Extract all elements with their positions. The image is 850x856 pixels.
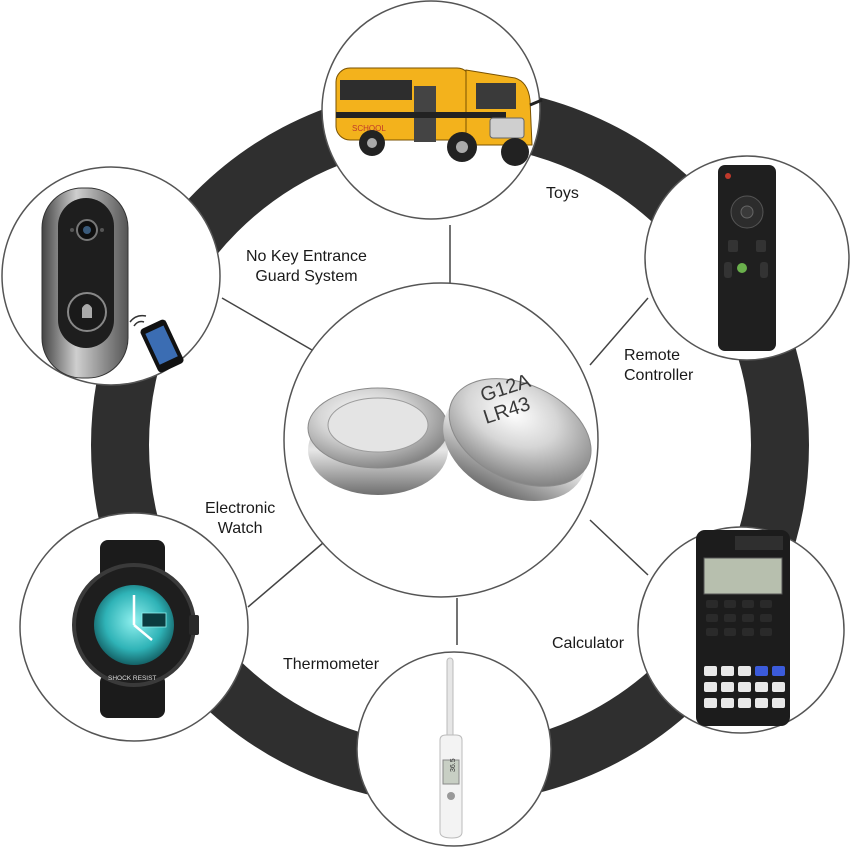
- spokes: [221, 225, 649, 645]
- label-calculator: Calculator: [552, 635, 625, 652]
- center-batteries: G12A LR43: [283, 282, 599, 598]
- doorbell-node: [1, 166, 221, 386]
- bus-sign: SCHOOL: [352, 124, 386, 133]
- calculator-node: [637, 526, 845, 734]
- phone-icon: [129, 314, 184, 373]
- thermometer-node: 36.5: [356, 651, 552, 847]
- watch-icon: SHOCK RESIST: [72, 540, 199, 718]
- label-toys: Toys: [546, 185, 579, 202]
- label-no-key-entrance: No Key Entrance Guard System: [246, 248, 367, 285]
- remote-node: [644, 155, 850, 361]
- label-remote-controller: Remote Controller: [624, 347, 694, 384]
- label-electronic-watch: Electronic Watch: [205, 500, 276, 537]
- battery-right: [443, 378, 592, 502]
- battery-left: [307, 387, 449, 495]
- school-bus-icon: SCHOOL: [335, 67, 543, 166]
- video-doorbell-icon: [41, 187, 129, 379]
- watch-node: SHOCK RESIST: [19, 512, 249, 742]
- thermometer-icon: 36.5: [439, 657, 463, 839]
- thermometer-display: 36.5: [450, 758, 457, 772]
- toys-node: SCHOOL: [321, 0, 543, 220]
- calculator-icon: [696, 530, 790, 726]
- remote-control-icon: [718, 165, 776, 351]
- watch-bezel-text: SHOCK RESIST: [108, 675, 156, 682]
- label-thermometer: Thermometer: [283, 656, 380, 673]
